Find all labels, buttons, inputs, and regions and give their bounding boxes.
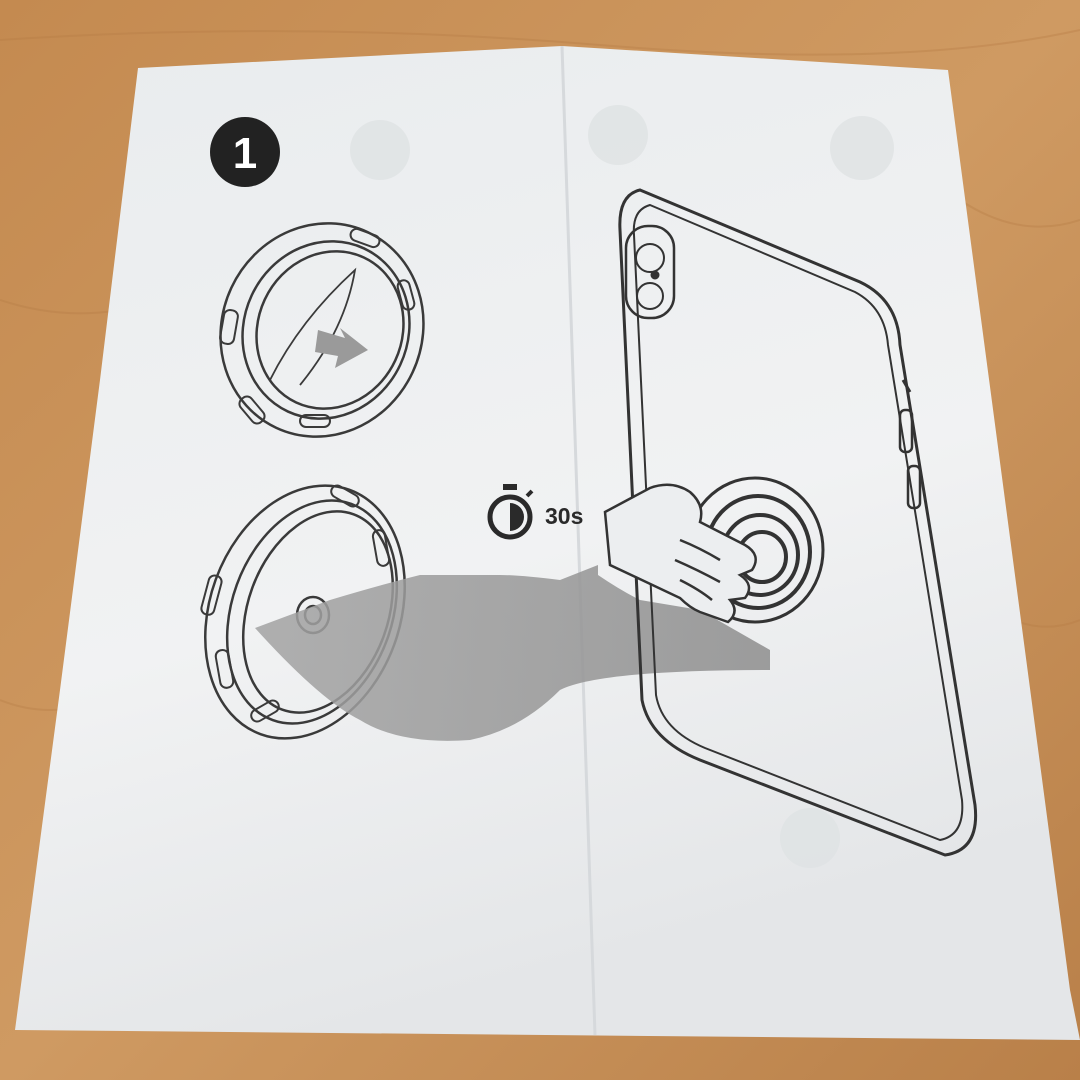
bleed-through-marks [350, 105, 894, 868]
step-badge [210, 117, 280, 187]
stopwatch-icon [487, 484, 534, 540]
hand-press-icon [603, 483, 757, 624]
wood-grain [0, 29, 1080, 711]
step-number: 1 [233, 129, 257, 178]
timer-label: 30s [545, 503, 583, 529]
phone-illustration [618, 188, 978, 857]
peel-arrow-icon [315, 328, 368, 368]
transfer-arrow [255, 565, 770, 741]
paper-fold [560, 45, 597, 1036]
